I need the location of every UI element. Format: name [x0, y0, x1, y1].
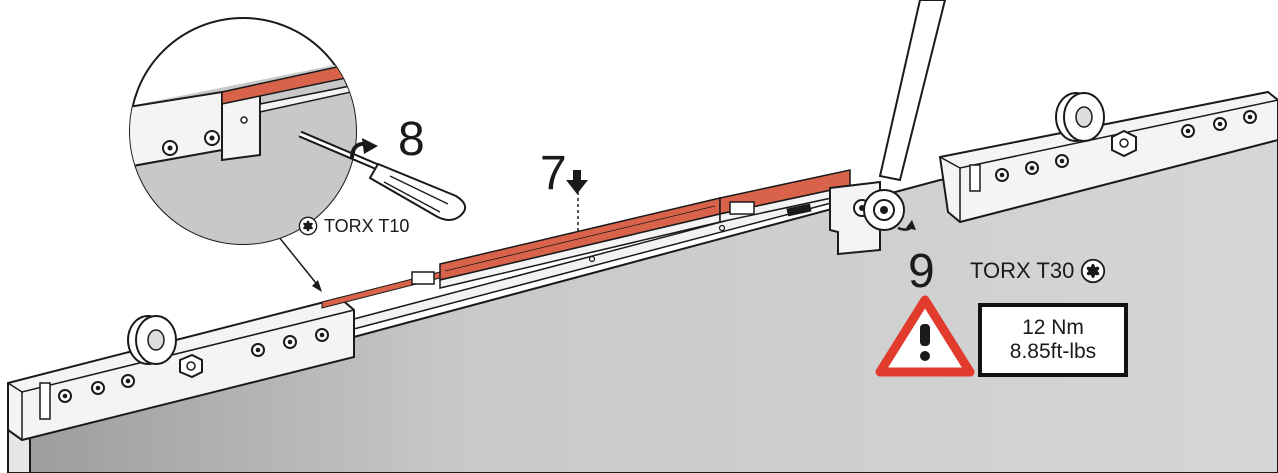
- roller-wheel-icon: [127, 315, 203, 379]
- step-9-label: 9: [908, 245, 935, 298]
- step-7-label: 7: [540, 147, 567, 200]
- wrench-icon: [863, 0, 947, 231]
- torx-star-icon: [1081, 258, 1106, 284]
- torx-t10-label: TORX T10: [298, 216, 409, 236]
- warning-triangle-icon: [875, 295, 975, 377]
- torque-spec-box: 12 Nm 8.85ft-lbs: [978, 303, 1128, 377]
- down-arrow-icon: [566, 170, 588, 194]
- torque-ftlbs: 8.85ft-lbs: [1009, 340, 1097, 363]
- roller-wheel-icon: [1055, 92, 1137, 158]
- detail-magnifier: [129, 17, 357, 245]
- right-bracket: [938, 90, 1278, 224]
- torx-t10-text: TORX T10: [324, 216, 410, 236]
- screwdriver-icon: [298, 130, 467, 221]
- torque-nm: 12 Nm: [1022, 315, 1084, 339]
- damper-unit: [411, 169, 851, 289]
- torx-star-icon: [298, 216, 318, 236]
- rotate-arrow-icon: [350, 138, 378, 159]
- torx-t30-text: TORX T30: [970, 258, 1075, 283]
- torx-t30-label: TORX T30: [970, 258, 1106, 284]
- step-8-label: 8: [398, 113, 425, 166]
